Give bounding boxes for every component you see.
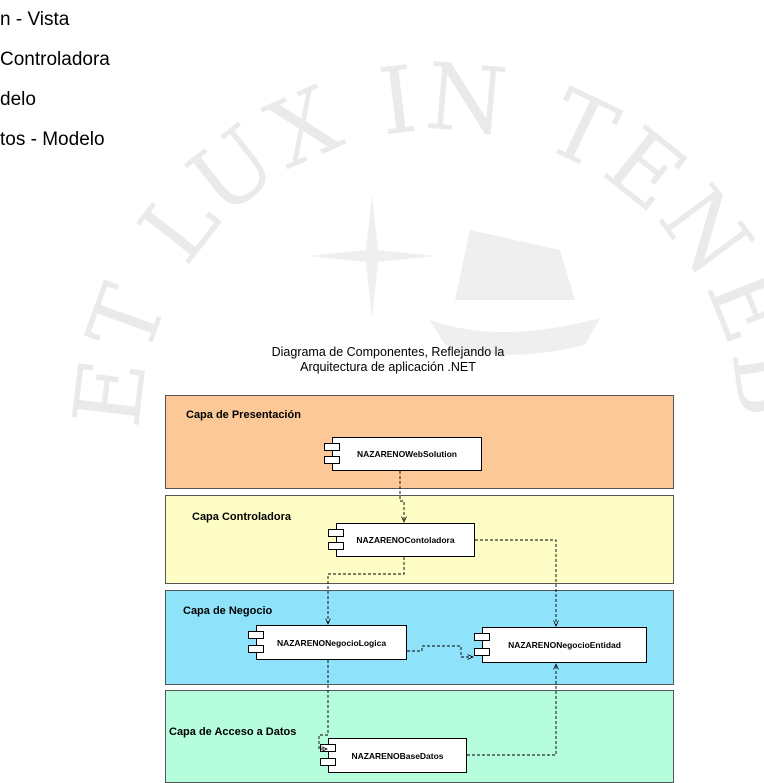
component-tab-icon xyxy=(324,456,340,464)
component-tab-icon xyxy=(328,542,344,550)
component-tab-icon xyxy=(328,529,344,537)
bullet-item: tos - Modelo xyxy=(0,129,105,150)
bullet-item: n - Vista xyxy=(0,9,70,30)
component-box: NAZARENOBaseDatos xyxy=(328,738,467,773)
layer-presentacion: Capa de Presentación xyxy=(165,395,674,489)
bullet-item: delo xyxy=(0,89,36,110)
component-tab-icon xyxy=(324,443,340,451)
component-tab-icon xyxy=(248,645,264,653)
component-tab-icon xyxy=(320,758,336,766)
component-box: NAZARENOWebSolution xyxy=(332,437,482,471)
layer-title: Capa de Negocio xyxy=(183,605,273,617)
component-tab-icon xyxy=(248,631,264,639)
diagram-title-line2: Arquitectura de aplicación .NET xyxy=(300,360,476,374)
component-box: NAZARENONegocioEntidad xyxy=(482,627,647,663)
bullet-item: Controladora xyxy=(0,49,110,70)
component-tab-icon xyxy=(320,744,336,752)
component-tab-icon xyxy=(474,648,490,656)
layer-title: Capa de Acceso a Datos xyxy=(169,726,297,738)
diagram-title: Diagrama de Componentes, Reflejando la A… xyxy=(200,345,576,375)
diagram-title-line1: Diagrama de Componentes, Reflejando la xyxy=(271,345,505,359)
layer-title: Capa Controladora xyxy=(192,511,292,523)
component-tab-icon xyxy=(474,633,490,641)
component-box: NAZARENONegocioLogica xyxy=(256,625,407,660)
layer-title: Capa de Presentación xyxy=(186,409,301,421)
component-box: NAZARENOContoladora xyxy=(336,523,475,557)
